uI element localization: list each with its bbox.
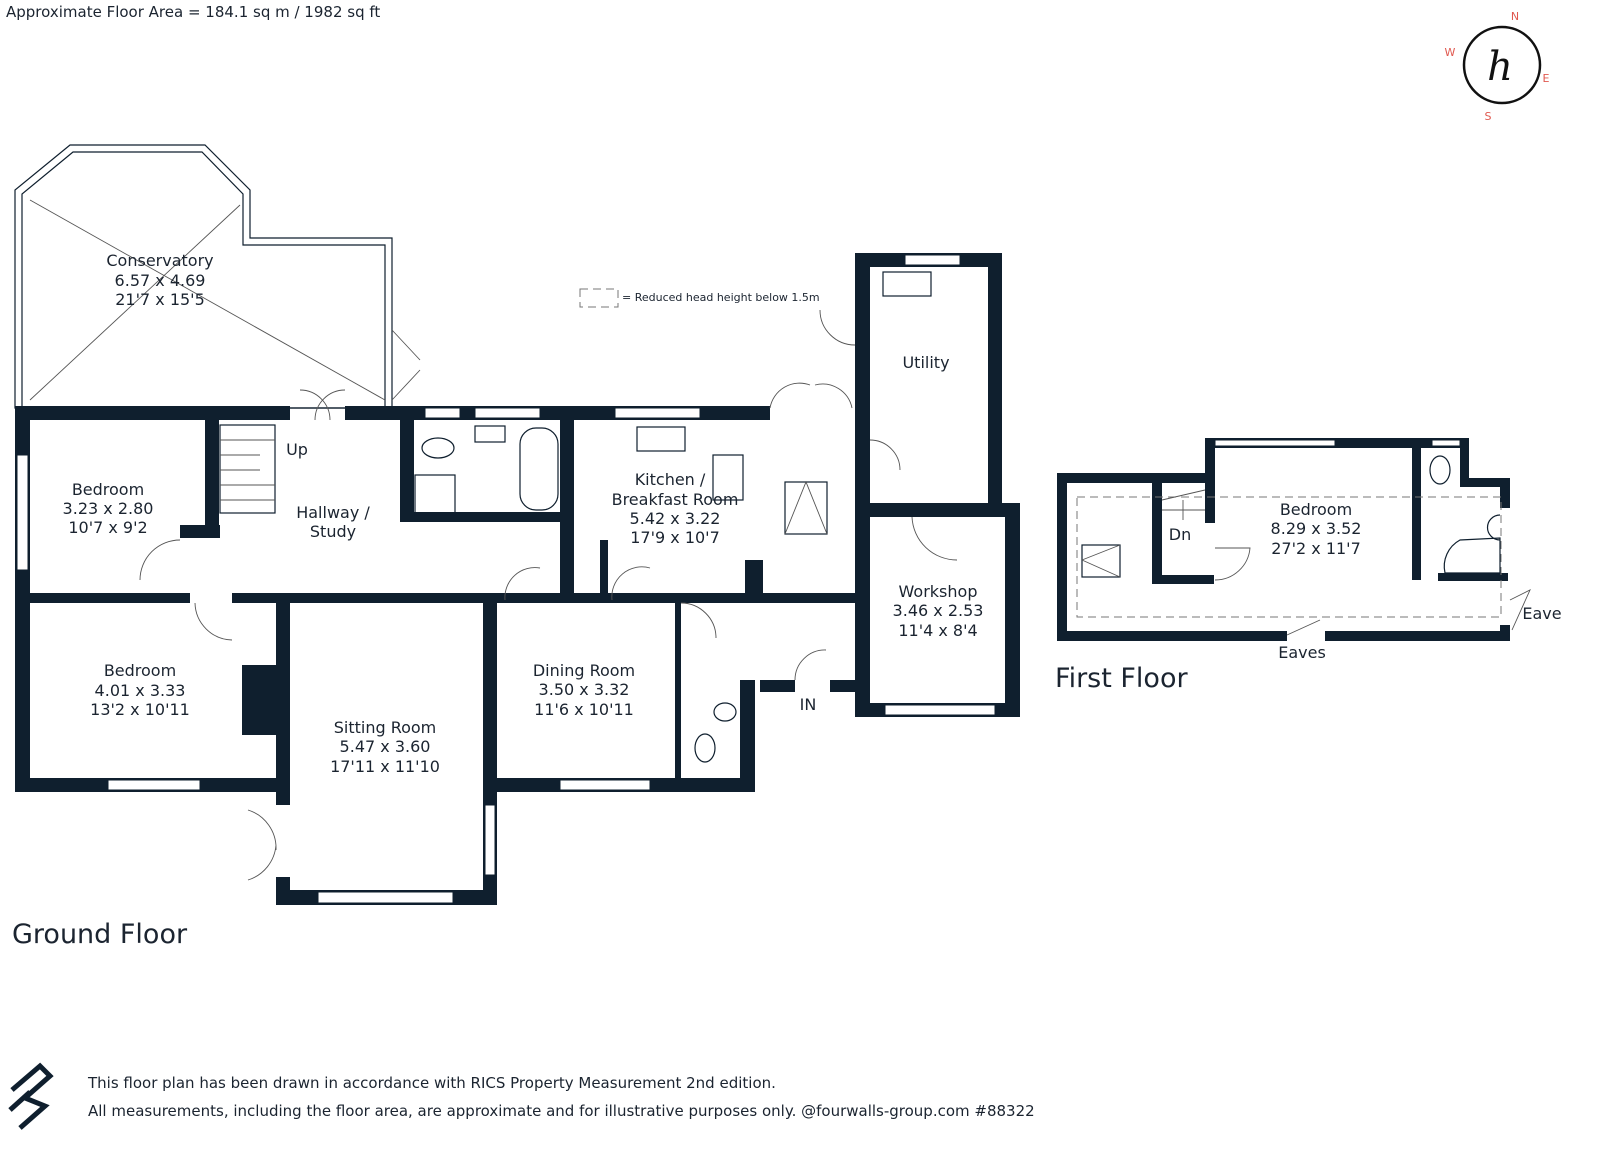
room-name: Workshop bbox=[899, 582, 978, 601]
stairs-down-label: Dn bbox=[1169, 525, 1191, 544]
room-name: Dining Room bbox=[533, 661, 635, 680]
room-imperial: 17'9 x 10'7 bbox=[630, 528, 720, 547]
room-workshop: Workshop 3.46 x 2.53 11'4 x 8'4 bbox=[893, 582, 984, 640]
eaves-label-right: Eave bbox=[1522, 604, 1561, 623]
fixtures bbox=[139, 271, 958, 881]
room-metric: 8.29 x 3.52 bbox=[1271, 519, 1362, 538]
room-name-2: Study bbox=[310, 522, 356, 541]
room-conservatory: Conservatory 6.57 x 4.69 21'7 x 15'5 bbox=[106, 251, 213, 309]
compass-n: N bbox=[1511, 10, 1519, 23]
first-floor-title: First Floor bbox=[1055, 663, 1188, 694]
room-bedroom-2: Bedroom 4.01 x 3.33 13'2 x 10'11 bbox=[90, 661, 190, 719]
room-metric: 3.46 x 2.53 bbox=[893, 601, 984, 620]
room-name: Sitting Room bbox=[334, 718, 437, 737]
room-name: Utility bbox=[902, 353, 949, 372]
room-name: Bedroom bbox=[72, 480, 144, 499]
conservatory-outline bbox=[14, 144, 421, 409]
stairs-up-label: Up bbox=[286, 440, 308, 459]
room-metric: 6.57 x 4.69 bbox=[115, 271, 206, 290]
compass-logo: h N S E W bbox=[1445, 10, 1550, 123]
room-imperial: 27'2 x 11'7 bbox=[1271, 539, 1361, 558]
legend: = Reduced head height below 1.5m bbox=[579, 288, 820, 308]
room-name-2: Breakfast Room bbox=[612, 490, 739, 509]
room-sitting: Sitting Room 5.47 x 3.60 17'11 x 11'10 bbox=[330, 718, 440, 776]
room-imperial: 11'6 x 10'11 bbox=[534, 700, 634, 719]
room-imperial: 13'2 x 10'11 bbox=[90, 700, 190, 719]
room-metric: 5.42 x 3.22 bbox=[630, 509, 721, 528]
eaves-label-bottom: Eaves bbox=[1278, 643, 1326, 662]
footer-line-2: All measurements, including the floor ar… bbox=[88, 1102, 1035, 1120]
room-name: Conservatory bbox=[106, 251, 213, 270]
room-name: Hallway / bbox=[296, 503, 370, 522]
room-dining: Dining Room 3.50 x 3.32 11'6 x 10'11 bbox=[533, 661, 635, 719]
compass-w: W bbox=[1445, 46, 1456, 59]
room-bedroom-1: Bedroom 3.23 x 2.80 10'7 x 9'2 bbox=[63, 480, 154, 537]
room-hallway: Hallway / Study Up bbox=[286, 440, 370, 541]
room-kitchen: Kitchen / Breakfast Room 5.42 x 3.22 17'… bbox=[612, 470, 739, 547]
floor-area-label: Approximate Floor Area = 184.1 sq m / 19… bbox=[6, 3, 381, 21]
first-floor-walls bbox=[1057, 438, 1531, 641]
room-metric: 3.50 x 3.32 bbox=[539, 680, 630, 699]
compass-s: S bbox=[1485, 110, 1492, 123]
room-first-floor-bedroom: Bedroom 8.29 x 3.52 27'2 x 11'7 bbox=[1271, 500, 1362, 558]
entrance-label: IN bbox=[800, 695, 817, 714]
logo-letter: h bbox=[1487, 44, 1513, 90]
room-metric: 5.47 x 3.60 bbox=[340, 737, 431, 756]
room-imperial: 21'7 x 15'5 bbox=[115, 290, 205, 309]
room-imperial: 11'4 x 8'4 bbox=[898, 621, 977, 640]
room-metric: 4.01 x 3.33 bbox=[95, 681, 186, 700]
room-metric: 3.23 x 2.80 bbox=[63, 499, 154, 518]
ground-floor-walls bbox=[15, 253, 1020, 905]
room-imperial: 17'11 x 11'10 bbox=[330, 757, 440, 776]
fourwalls-logo-icon bbox=[8, 1062, 54, 1130]
legend-text: = Reduced head height below 1.5m bbox=[622, 291, 820, 304]
compass-e: E bbox=[1543, 72, 1550, 85]
footer-line-1: This floor plan has been drawn in accord… bbox=[88, 1074, 776, 1092]
room-utility: Utility bbox=[902, 353, 949, 372]
ground-floor-title: Ground Floor bbox=[12, 919, 188, 950]
room-name: Bedroom bbox=[1280, 500, 1352, 519]
room-name: Kitchen / bbox=[635, 470, 706, 489]
room-imperial: 10'7 x 9'2 bbox=[68, 518, 147, 537]
room-name: Bedroom bbox=[104, 661, 176, 680]
